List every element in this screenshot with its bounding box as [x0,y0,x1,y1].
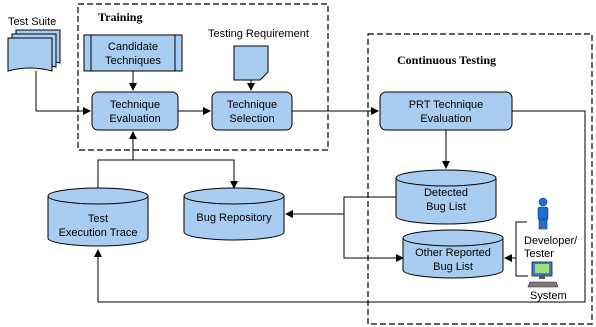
technique-selection-line2: Selection [229,113,274,125]
arrow-test-suite-to-evaluation [35,71,91,115]
developer-tester-line1: Developer/ [524,235,578,247]
training-title: Training [98,10,142,24]
continuous-testing-title: Continuous Testing [397,53,496,67]
other-reported-bug-list-line1: Other Reported [415,247,491,259]
detected-bug-list-line2: Bug List [426,201,466,213]
arrow-actors-to-other-bug-list [504,221,527,262]
arrow-bug-lists-to-repository [343,196,404,262]
line-system-to-other-bug-list [515,258,528,277]
test-suite-label: Test Suite [8,16,56,28]
bug-repository-node [183,187,285,241]
candidate-techniques-line2: Techniques [105,55,161,67]
prt-technique-evaluation-line1: PRT Technique [409,99,484,111]
technique-evaluation-line1: Technique [110,99,160,111]
candidate-techniques-line1: Candidate [108,41,158,53]
testing-requirement-icon [233,45,269,81]
test-execution-trace-line1: Test [88,213,108,225]
bug-repository-label: Bug Repository [196,212,272,224]
testing-requirement-label: Testing Requirement [208,28,309,40]
technique-selection-line1: Technique [227,99,277,111]
detected-bug-list-line1: Detected [424,187,468,199]
developer-tester-line2: Tester [524,248,554,260]
test-suite-icon [7,29,61,72]
detected-bug-list-node [395,169,497,225]
prt-technique-evaluation-line2: Evaluation [420,113,471,125]
test-execution-trace-line2: Execution Trace [59,227,138,239]
arrow-prt-evaluation-to-trace [94,110,586,303]
arrow-trace-and-repository-to-evaluation [97,159,238,189]
technique-evaluation-line2: Evaluation [109,113,160,125]
system-computer-icon [527,261,559,288]
other-reported-bug-list-line2: Bug List [433,261,473,273]
other-reported-bug-list-node [402,229,504,279]
system-label: System [530,290,567,302]
continuous-testing-region [367,33,593,325]
developer-tester-icon [537,197,549,230]
